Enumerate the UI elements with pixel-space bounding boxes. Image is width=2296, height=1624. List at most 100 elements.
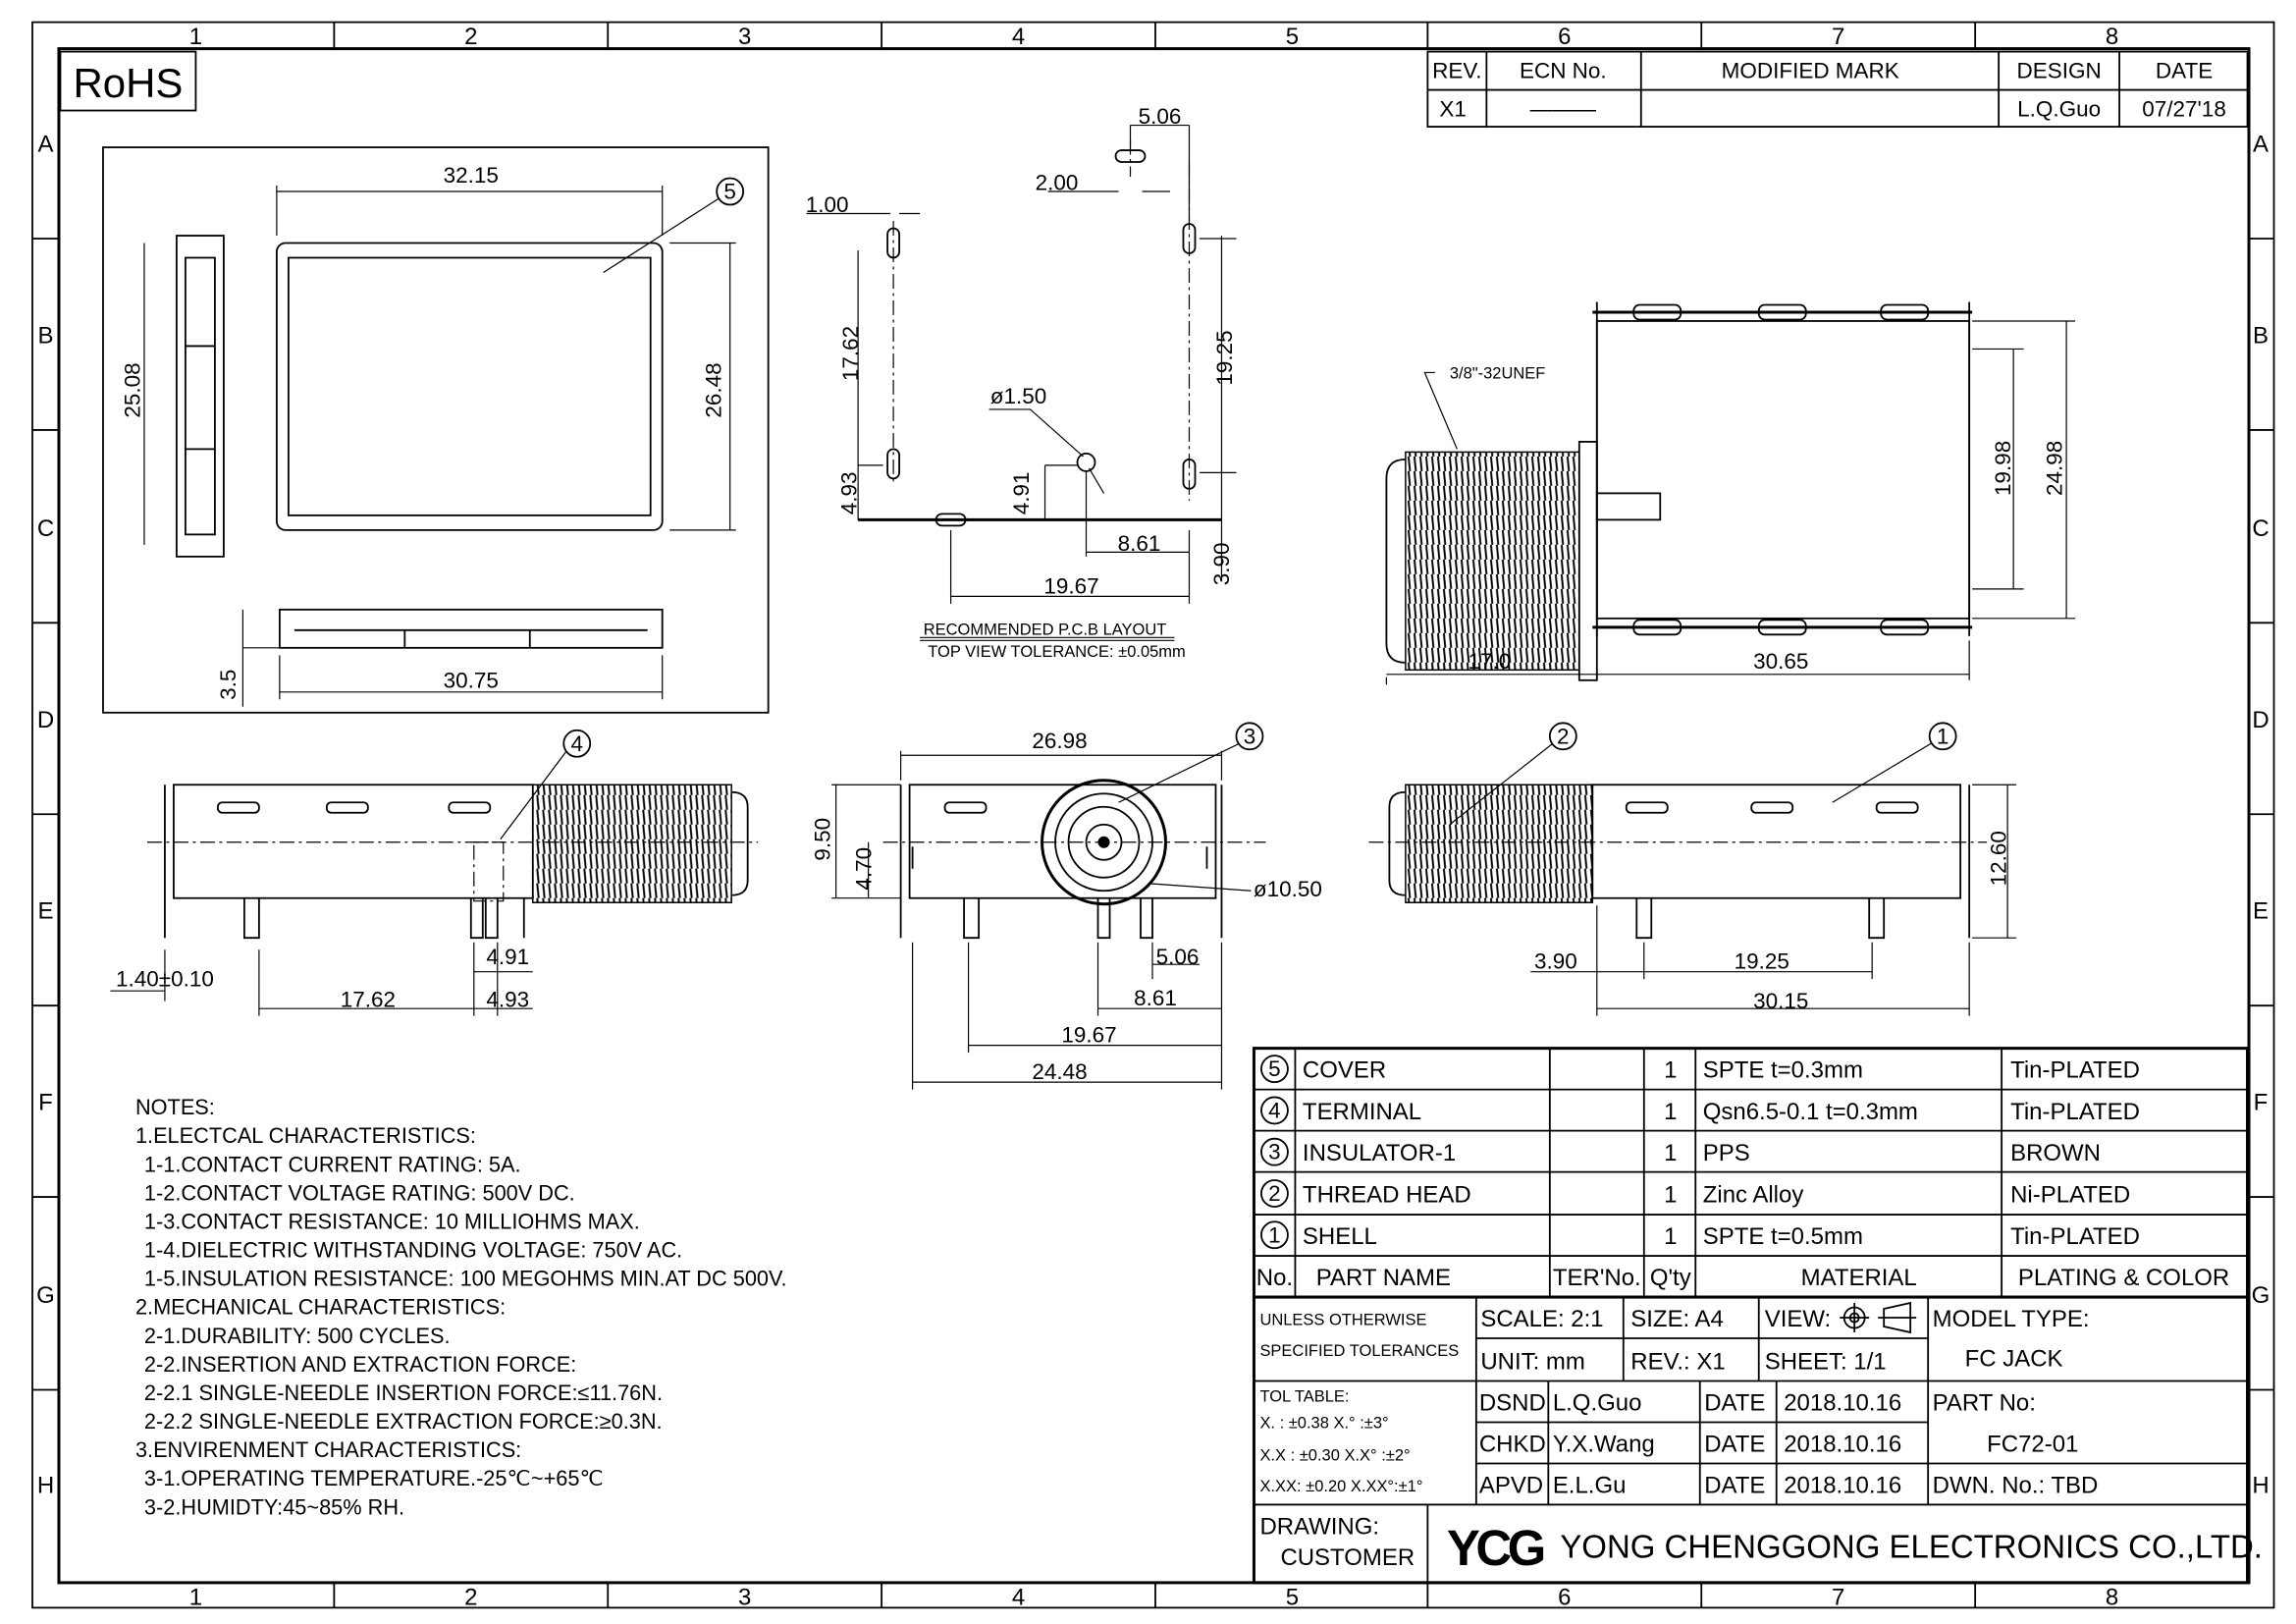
pcb-layout-view: 5.06 2.00 1.00 17.62 19.25 ø1.50 4.93 4.…	[806, 104, 1237, 661]
right-side-view: 2 1 12.60 3.90 19.25 30.15	[1368, 722, 2017, 1016]
dim-pcb-8-61: 8.61	[1118, 531, 1161, 556]
plating: Tin-PLATED	[2010, 1223, 2140, 1250]
part-name: TERMINAL	[1303, 1099, 1421, 1125]
item-number: 4	[1268, 1098, 1281, 1122]
apvd-name: E.L.Gu	[1553, 1472, 1627, 1498]
dim-front-4-70: 4.70	[852, 847, 877, 891]
note-line: 1-5.INSULATION RESISTANCE: 100 MEGOHMS M…	[144, 1267, 787, 1291]
column-label: 1	[189, 24, 202, 50]
dim-pcb-19-25: 19.25	[1212, 330, 1237, 385]
item-number: 5	[1268, 1056, 1281, 1081]
dim-top-19-98: 19.98	[1991, 441, 2015, 496]
drawing-label: DRAWING:	[1259, 1513, 1379, 1540]
size: SIZE: A4	[1630, 1306, 1724, 1332]
part-name: INSULATOR-1	[1303, 1140, 1456, 1166]
row-label: B	[2253, 322, 2269, 349]
callout-1: 1	[1937, 724, 1949, 748]
tol-note-1: UNLESS OTHERWISE	[1259, 1312, 1426, 1329]
item-number-circle	[1260, 1137, 1289, 1166]
model-type-value: FC JACK	[1965, 1346, 2063, 1373]
pcb-layout-title: RECOMMENDED P.C.B LAYOUT	[924, 621, 1167, 638]
plating: BROWN	[2010, 1140, 2101, 1166]
dim-front-24-48: 24.48	[1032, 1059, 1087, 1084]
column-label: 2	[464, 1584, 477, 1610]
plating: Tin-PLATED	[2010, 1057, 2140, 1084]
material: PPS	[1703, 1140, 1750, 1166]
customer-label: CUSTOMER	[1280, 1544, 1415, 1571]
quantity: 1	[1664, 1140, 1677, 1166]
dim-right-30-15: 30.15	[1753, 989, 1808, 1013]
note-line: NOTES:	[135, 1095, 215, 1119]
dim-front-26-98: 26.98	[1032, 729, 1087, 753]
design-value: L.Q.Guo	[2017, 97, 2101, 122]
column-label: 6	[1558, 24, 1571, 50]
column-label: 3	[738, 1584, 751, 1610]
note-line: 2.MECHANICAL CHARACTERISTICS:	[135, 1295, 506, 1320]
top-view: 3/8"-32UNEF 19.98 24.98 17.0 30.65	[1385, 301, 2076, 685]
dsnd-label: DSND	[1479, 1389, 1546, 1416]
row-label: B	[37, 322, 53, 349]
dim-top-30-65: 30.65	[1753, 649, 1808, 674]
note-line: 2-2.1 SINGLE-NEEDLE INSERTION FORCE:≤11.…	[144, 1380, 663, 1405]
dim-right-3-90: 3.90	[1534, 949, 1577, 974]
dim-pcb-1-00: 1.00	[806, 192, 849, 217]
apvd-date: 2018.10.16	[1784, 1472, 1901, 1498]
row-label: F	[2254, 1090, 2269, 1116]
row-label: G	[2252, 1282, 2270, 1309]
column-label: 5	[1286, 1584, 1299, 1610]
plating: Ni-PLATED	[2010, 1181, 2130, 1208]
date-label: DATE	[1704, 1431, 1765, 1457]
header-qty: Q'ty	[1650, 1265, 1691, 1291]
front-view: 26.98 3 9.50 4.70 ø10.50 5.06 8.61 19.67…	[811, 722, 1322, 1090]
material: Zinc Alloy	[1703, 1181, 1804, 1208]
left-side-view: 4 1.40±0.10 17.62 4.91 4.93	[110, 729, 759, 1016]
row-label: H	[2252, 1472, 2269, 1498]
cover-view: 32.15 5 25.08 26.48 3.5 30.75	[102, 146, 770, 714]
column-label: 4	[1012, 24, 1025, 50]
dim-front-19-67: 19.67	[1061, 1023, 1116, 1048]
column-label: 7	[1832, 24, 1844, 50]
dim-front-height: 26.48	[702, 362, 726, 417]
row-label: E	[2253, 898, 2269, 925]
revision-table: REV. ECN No. MODIFIED MARK DESIGN DATE X…	[1426, 50, 2249, 128]
third-angle-projection-icon	[1840, 1301, 1917, 1334]
dim-top-24-98: 24.98	[2043, 441, 2067, 496]
column-label: 5	[1286, 24, 1299, 50]
row-label: A	[2253, 132, 2269, 158]
note-line: 3-2.HUMIDTY:45~85% RH.	[144, 1494, 404, 1519]
note-line: 2-1.DURABILITY: 500 CYCLES.	[144, 1324, 451, 1348]
scale: SCALE: 2:1	[1480, 1306, 1603, 1332]
item-number: 3	[1268, 1140, 1281, 1164]
dim-left-4-93: 4.93	[486, 988, 529, 1012]
quantity: 1	[1664, 1223, 1677, 1250]
callout-3: 3	[1244, 724, 1256, 748]
plating: Tin-PLATED	[2010, 1099, 2140, 1125]
row-label: D	[2252, 707, 2269, 733]
rohs-box	[59, 50, 197, 112]
dim-cover-width: 32.15	[444, 163, 499, 188]
tol-note-2: SPECIFIED TOLERANCES	[1259, 1342, 1459, 1360]
date-label: DATE	[1704, 1472, 1765, 1498]
item-number: 1	[1268, 1222, 1281, 1247]
date-value: 07/27'18	[2142, 97, 2226, 122]
note-line: 3.ENVIRENMENT CHARACTERISTICS:	[135, 1437, 521, 1462]
callout-5: 5	[723, 180, 736, 204]
material: Qsn6.5-0.1 t=0.3mm	[1703, 1099, 1918, 1125]
note-line: 2-2.2 SINGLE-NEEDLE EXTRACTION FORCE:≥0.…	[144, 1409, 663, 1434]
notes: NOTES:1.ELECTCAL CHARACTERISTICS: 1-1.CO…	[135, 1095, 787, 1519]
dim-front-10-50: ø10.50	[1254, 877, 1322, 901]
dim-pcb-3-90: 3.90	[1209, 542, 1234, 585]
header-material: MATERIAL	[1801, 1265, 1917, 1291]
material: SPTE t=0.5mm	[1703, 1223, 1863, 1250]
ecn-value: ———	[1530, 97, 1597, 122]
apvd-label: APVD	[1479, 1472, 1543, 1498]
row-label: H	[37, 1472, 54, 1498]
dim-pcb-4-91: 4.91	[1009, 472, 1034, 515]
tol-table-row: X.X : ±0.30 X.X° :±2°	[1259, 1446, 1410, 1464]
